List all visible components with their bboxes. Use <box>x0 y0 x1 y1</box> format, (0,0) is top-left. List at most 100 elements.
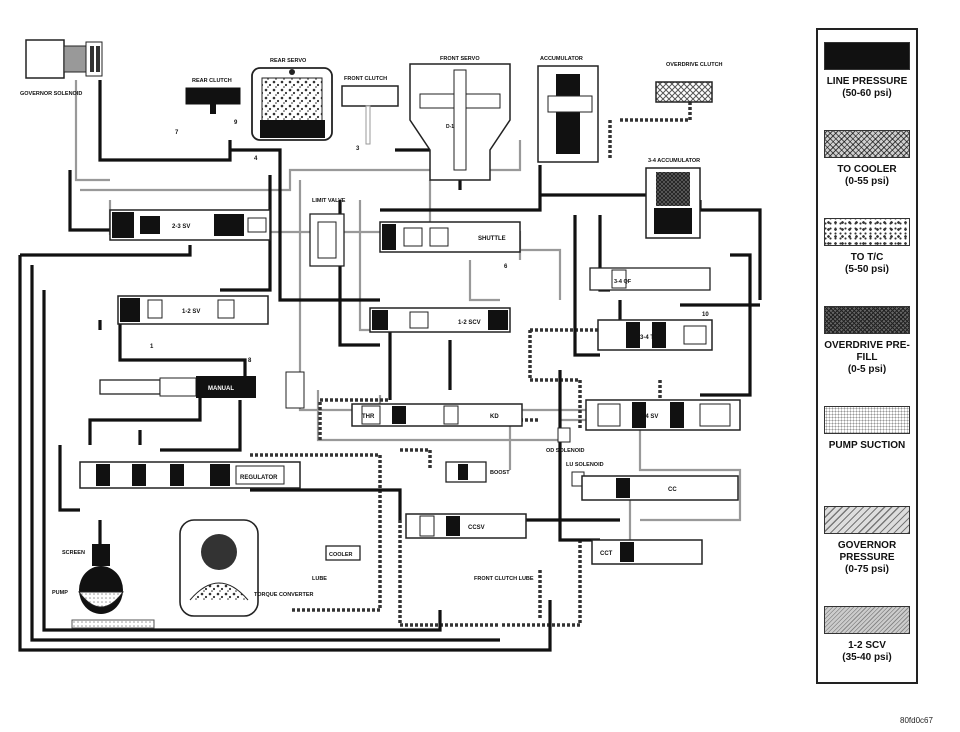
sv-2-3-label: 2-3 SV <box>172 224 190 230</box>
legend-swatch-scv-1-2 <box>824 606 910 634</box>
t-3-4-label: 3-4 T <box>640 335 654 341</box>
svg-text:D-1: D-1 <box>446 124 454 130</box>
legend-item-governor-pressure: GOVERNOR PRESSURE (0-75 psi) <box>818 506 916 576</box>
pump: SCREEN PUMP <box>52 544 155 629</box>
port-4: 4 <box>254 156 258 162</box>
ccsv-valve: CCSV <box>405 513 527 539</box>
port-3: 3 <box>356 146 360 152</box>
accumulator-3-4: 3-4 ACCUMULATOR <box>645 158 701 239</box>
legend-label-pump-suction: PUMP SUCTION <box>828 440 906 451</box>
legend-label-overdrive-pre-fill: OVERDRIVE PRE-FILL <box>824 340 910 363</box>
rear-clutch-label: REAR CLUTCH <box>192 78 232 84</box>
throttle-valve: THR KD <box>351 403 523 427</box>
shuttle-valve: SHUTTLE <box>379 221 521 253</box>
thr-label: THR <box>362 414 375 420</box>
pressure-regulator: REGULATOR <box>79 461 301 489</box>
legend-item-overdrive-pre-fill: OVERDRIVE PRE-FILL (0-5 psi) <box>818 306 916 376</box>
legend-item-line-pressure: LINE PRESSURE (50-60 psi) <box>818 42 916 100</box>
converter-clutch-valve: CC <box>581 475 739 501</box>
legend-swatch-line-pressure <box>824 42 910 70</box>
shift-valve-1-2: 1-2 SV <box>117 295 269 325</box>
legend-range-to-cooler: (0-55 psi) <box>845 176 889 187</box>
catalog-number: 80fd0c67 <box>900 716 933 725</box>
pump-label: PUMP <box>52 590 68 596</box>
accumulator-label: ACCUMULATOR <box>540 56 583 62</box>
qf-3-4-label: 3-4 QF <box>614 279 632 285</box>
rear-servo: REAR SERVO <box>251 58 333 141</box>
front-clutch-label: FRONT CLUTCH <box>344 76 387 82</box>
manual-label: MANUAL <box>208 386 234 392</box>
limit-valve: LIMIT VALVE <box>309 198 346 267</box>
regulator-label: REGULATOR <box>240 475 278 481</box>
legend-item-to-cooler: TO COOLER (0-55 psi) <box>818 130 916 188</box>
lube-label: LUBE <box>312 576 327 582</box>
port-10: 10 <box>702 312 709 318</box>
port-9: 9 <box>234 120 238 126</box>
front-clutch: FRONT CLUTCH <box>341 76 399 145</box>
legend-swatch-governor-pressure <box>824 506 910 534</box>
cooler-label: COOLER <box>329 552 353 558</box>
governor-solenoid-label: GOVERNOR SOLENOID <box>20 91 82 97</box>
legend-range-to-tc: (5-50 psi) <box>845 264 889 275</box>
cct-valve: CCT <box>591 539 703 565</box>
rear-clutch: REAR CLUTCH <box>185 78 241 114</box>
legend-range-line-pressure: (50-60 psi) <box>842 88 892 99</box>
hydraulic-schematic: GOVERNOR SOLENOID REAR CLUTCH REAR SERVO… <box>18 39 762 652</box>
front-servo: FRONT SERVO D-1 <box>409 56 511 181</box>
quick-fill-valve-3-4: 3-4 QF <box>589 267 711 291</box>
torque-converter-label: TORQUE CONVERTER <box>254 592 314 598</box>
timing-valve-3-4: 3-4 T 10 <box>597 312 713 351</box>
legend-swatch-pump-suction <box>824 406 910 434</box>
front-clutch-lube-label: FRONT CLUTCH LUBE <box>474 576 534 582</box>
legend-label-scv-1-2: 1-2 SCV <box>848 640 886 651</box>
legend-item-to-tc: TO T/C (5-50 psi) <box>818 218 916 276</box>
od-solenoid-label: OD SOLENOID <box>546 448 585 454</box>
legend-label-line-pressure: LINE PRESSURE <box>826 76 908 87</box>
legend-range-overdrive-pre-fill: (0-5 psi) <box>847 364 887 375</box>
cooler: COOLER LUBE <box>312 545 361 582</box>
port-1: 1 <box>150 344 154 350</box>
legend-swatch-overdrive-pre-fill <box>824 306 910 334</box>
scv-1-2-label: 1-2 SCV <box>458 320 481 326</box>
od-solenoid: OD SOLENOID <box>546 427 585 454</box>
legend-swatch-to-cooler <box>824 130 910 158</box>
governor-solenoid: GOVERNOR SOLENOID <box>20 39 103 97</box>
sv-3-4-label: 3-4 SV <box>640 414 658 420</box>
shift-control-valve-1-2: 1-2 SCV <box>369 307 511 333</box>
lu-solenoid: LU SOLENOID <box>566 462 604 487</box>
accumulator: ACCUMULATOR <box>537 56 599 163</box>
port-numbers: 7 9 4 3 8 1 6 <box>150 120 508 364</box>
legend-label-governor-pressure: GOVERNOR PRESSURE <box>837 540 897 563</box>
shift-valve-2-3: 2-3 SV <box>109 209 271 241</box>
ccsv-label: CCSV <box>468 525 485 531</box>
legend-swatch-to-tc <box>824 218 910 246</box>
legend-item-pump-suction: PUMP SUCTION <box>818 406 916 452</box>
legend: LINE PRESSURE (50-60 psi) TO COOLER (0-5… <box>816 28 918 684</box>
boost-valve: BOOST <box>445 461 510 483</box>
torque-converter: TORQUE CONVERTER <box>179 519 314 617</box>
cct-label: CCT <box>600 551 613 557</box>
legend-range-scv-1-2: (35-40 psi) <box>842 652 892 663</box>
cc-label: CC <box>668 487 677 493</box>
overdrive-clutch: OVERDRIVE CLUTCH <box>655 62 723 103</box>
port-7: 7 <box>175 130 179 136</box>
rear-servo-label: REAR SERVO <box>270 58 307 64</box>
sv-1-2-label: 1-2 SV <box>182 309 200 315</box>
front-clutch-lube: FRONT CLUTCH LUBE <box>474 576 534 582</box>
limit-valve-label: LIMIT VALVE <box>312 198 346 204</box>
lu-solenoid-label: LU SOLENOID <box>566 462 604 468</box>
front-servo-label: FRONT SERVO <box>440 56 480 62</box>
kd-label: KD <box>490 414 499 420</box>
port-6: 6 <box>504 264 508 270</box>
accumulator-3-4-label: 3-4 ACCUMULATOR <box>648 158 700 164</box>
shuttle-label: SHUTTLE <box>478 236 506 242</box>
manual-valve: MANUAL <box>99 371 305 409</box>
screen-label: SCREEN <box>62 550 85 556</box>
port-8: 8 <box>248 358 252 364</box>
shift-valve-3-4: 3-4 SV <box>585 399 741 431</box>
boost-label: BOOST <box>490 470 510 476</box>
legend-item-scv-1-2: 1-2 SCV (35-40 psi) <box>818 606 916 664</box>
legend-label-to-cooler: TO COOLER <box>837 164 897 175</box>
legend-range-governor-pressure: (0-75 psi) <box>845 564 889 575</box>
overdrive-clutch-label: OVERDRIVE CLUTCH <box>666 62 723 68</box>
